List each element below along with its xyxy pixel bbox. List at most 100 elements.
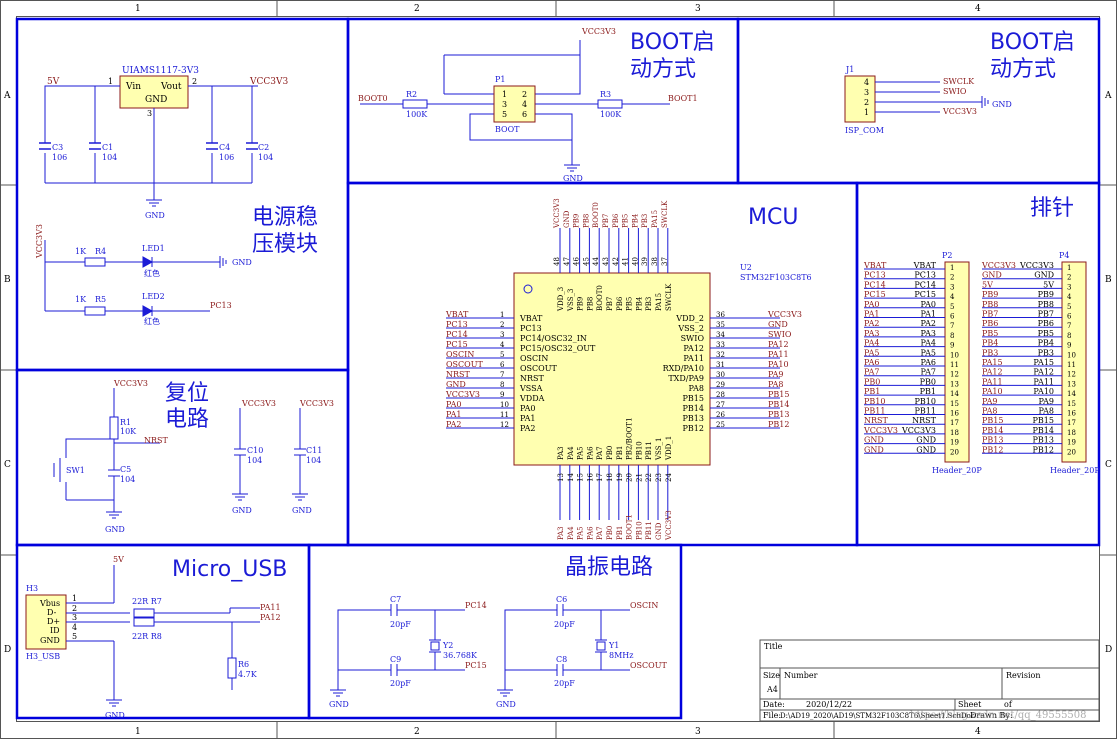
mcu-right-net: PA10 <box>768 360 789 369</box>
usb-gnd: GND <box>105 711 125 720</box>
usb-num-1: 1 <box>72 594 77 603</box>
sw1-ref: SW1 <box>66 466 85 475</box>
p2-pin: 8 <box>950 332 954 340</box>
p4-inner: PA8 <box>1038 407 1054 416</box>
r3-val: 100K <box>600 110 622 119</box>
mcu-bottom-label: PB10 <box>635 441 643 460</box>
reg-pin-vin: Vin <box>125 82 141 92</box>
mcu-top-net: BOOT0 <box>592 202 600 228</box>
p2-net: PB1 <box>864 387 880 396</box>
j1-pin-1: 1 <box>864 108 869 117</box>
mcu-bottom-net: BOOT1 <box>626 514 634 540</box>
reset-nrst: NRST <box>144 436 169 445</box>
mcu-right-net: VCC3V3 <box>767 310 802 319</box>
p1-pin-3: 3 <box>502 100 507 109</box>
tb-sheet: Sheet <box>958 700 982 709</box>
p4-inner: PB4 <box>1038 339 1054 348</box>
p4-pin: 7 <box>1067 322 1071 330</box>
mcu-bottom-pin: 23 <box>655 473 663 482</box>
p2-pin: 17 <box>950 419 959 427</box>
mcu-top-pin: 47 <box>563 257 571 266</box>
mcu-top-pin: 44 <box>592 257 600 266</box>
mcu-top-pin: 46 <box>573 257 581 266</box>
mcu-left-label: PA0 <box>520 404 536 413</box>
reg-pin-num-2: 2 <box>192 77 197 86</box>
p4-pin: 14 <box>1067 390 1076 398</box>
mcu-top-net: PB5 <box>622 214 630 228</box>
usb-connector: H3 H3_USB Vbus D- D+ ID GND 1 2 3 4 5 5V… <box>25 555 281 720</box>
p4-net: PB4 <box>982 339 998 348</box>
boot-circuit <box>360 40 670 172</box>
p2-net: PA7 <box>864 368 880 377</box>
r5-ref: R5 <box>95 295 106 304</box>
p2-pin: 14 <box>950 390 959 398</box>
mcu-bottom-label: PA4 <box>567 446 575 460</box>
p1-pin-4: 4 <box>522 100 527 109</box>
j1-pin-3: 3 <box>864 88 869 97</box>
mcu-bottom-pin: 21 <box>635 473 643 482</box>
p1-pin-1: 1 <box>502 90 507 99</box>
tb-drawn: Drawn By: <box>970 711 1013 720</box>
c11-vcc: VCC3V3 <box>299 399 334 408</box>
mcu-bottom-net: PA6 <box>586 526 594 540</box>
mcu-right-pin: 25 <box>716 421 725 429</box>
p2-net: PA3 <box>864 329 880 338</box>
p2-inner: GND <box>916 445 936 454</box>
p4-inner: PB13 <box>1033 436 1054 445</box>
p2-inner: PC14 <box>914 280 936 289</box>
mcu-top-net: VCC3V3 <box>553 198 561 229</box>
p2-net: PC13 <box>864 271 886 280</box>
col-label-3: 3 <box>695 4 701 14</box>
mcu-ref: U2 <box>740 263 752 272</box>
mcu-bottom-net: PA3 <box>557 526 565 540</box>
mcu-right-net: PA9 <box>768 370 784 379</box>
c5-ref: C5 <box>120 465 131 474</box>
xtal-gnd-left: GND <box>329 700 349 709</box>
mcu-bottom-net: VCC3V3 <box>665 510 673 541</box>
mcu-top-label: VSS_3 <box>567 289 575 312</box>
mcu-top-pin: 39 <box>641 257 649 266</box>
p1-pin-6: 6 <box>522 110 527 119</box>
p4-net: PA12 <box>982 368 1003 377</box>
p4-inner: PB9 <box>1038 290 1054 299</box>
row-label-d: D <box>4 645 11 655</box>
reg-pin-vout: Vout <box>160 82 182 92</box>
usb-pin-dp: D+ <box>47 617 60 626</box>
tb-of: of <box>1004 700 1013 709</box>
p2-net: PC14 <box>864 280 886 289</box>
p2-net: NRST <box>864 416 889 425</box>
mcu-right-net: PB14 <box>768 400 789 409</box>
p4-inner: VCC3V3 <box>1019 261 1054 270</box>
p2-pin: 2 <box>950 274 954 282</box>
mcu-left-pin: 9 <box>500 391 504 399</box>
p4-pin: 18 <box>1067 429 1076 437</box>
mcu-top-pin: 37 <box>661 257 669 266</box>
mcu-bottom-pin: 18 <box>606 473 614 482</box>
mcu-bottom-pin: 14 <box>567 473 575 482</box>
isp-title-2: 动方式 <box>990 57 1056 82</box>
tb-title: Title <box>764 642 783 651</box>
p2-pin: 10 <box>950 351 959 359</box>
mcu-left-label: OSCOUT <box>520 364 557 373</box>
r5-value: 1K <box>75 295 87 304</box>
mcu-left-net: PA0 <box>446 400 462 409</box>
c11-val: 104 <box>306 456 321 465</box>
mcu-left-pin: 2 <box>500 321 504 329</box>
mcu-bottom-label: PB11 <box>645 441 653 460</box>
tb-number: Number <box>784 671 818 680</box>
mcu-left-pin: 11 <box>500 411 509 419</box>
cap-c3-ref: C3 <box>52 143 63 152</box>
mcu-left-pin: 7 <box>500 371 504 379</box>
net-vcc3v3-out: VCC3V3 <box>249 77 288 87</box>
p4-pin: 13 <box>1067 380 1076 388</box>
mcu-right-pin: 28 <box>716 391 725 399</box>
xtal-oscout: OSCOUT <box>630 661 667 670</box>
p2-net: PC15 <box>864 290 886 299</box>
c5-val: 104 <box>120 475 135 484</box>
col-label-2b: 2 <box>414 727 420 737</box>
led-vcc-label: VCC3V3 <box>35 224 44 259</box>
boot-labels: VCC3V3 BOOT0 BOOT1 R2 100K R3 100K P1 BO… <box>358 27 698 183</box>
j1-net-swclk: SWCLK <box>943 77 975 86</box>
